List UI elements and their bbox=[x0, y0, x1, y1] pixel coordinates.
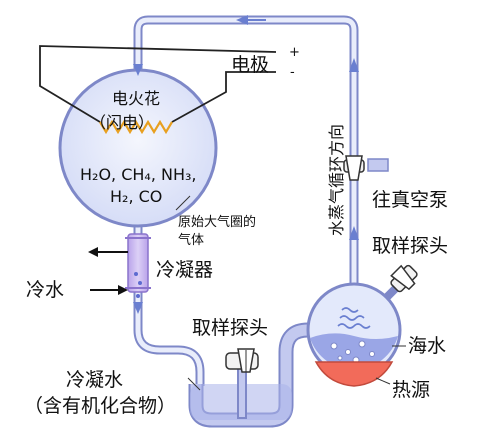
vapor-squiggles bbox=[337, 307, 371, 329]
cold-water-label: 冷水 bbox=[26, 279, 64, 301]
minus-sign: - bbox=[290, 65, 295, 80]
heat-source bbox=[314, 361, 394, 387]
electrode-wire-right bbox=[171, 71, 276, 123]
vapor-direction-label: 水蒸气循环方向 bbox=[327, 124, 346, 236]
primordial-line1: 原始大气圈的 bbox=[178, 214, 256, 230]
condensed-pointer bbox=[187, 377, 201, 391]
flow-arrows bbox=[133, 15, 359, 314]
condenser bbox=[125, 233, 151, 308]
sampling-probe-right[interactable] bbox=[383, 262, 421, 301]
electrode-label: 电极 bbox=[231, 54, 269, 76]
heat-source-label: 热源 bbox=[392, 379, 430, 401]
spark-sublabel: （闪电） bbox=[90, 113, 154, 132]
primordial-line2: 气体 bbox=[178, 232, 204, 248]
heat-pointer bbox=[375, 377, 391, 385]
vacuum-pump-valve[interactable] bbox=[343, 155, 389, 181]
sampling-right-label: 取样探头 bbox=[372, 235, 448, 257]
sampling-left-label: 取样探头 bbox=[192, 317, 268, 339]
condensed-line2: （含有机化合物） bbox=[24, 395, 176, 417]
gases-line2: H₂, CO bbox=[110, 187, 162, 206]
sea-water bbox=[310, 333, 398, 370]
sampling-probe-left[interactable] bbox=[225, 348, 259, 373]
sea-water-label: 海水 bbox=[408, 335, 446, 357]
condensed-line1: 冷凝水 bbox=[66, 369, 123, 391]
spark-zigzag bbox=[99, 119, 173, 135]
vacuum-pump-label: 往真空泵 bbox=[372, 189, 448, 211]
sampling-stem bbox=[237, 367, 247, 419]
condenser-label: 冷凝器 bbox=[156, 259, 213, 281]
plus-sign: + bbox=[289, 45, 300, 60]
primordial-pointer bbox=[175, 195, 191, 211]
gases-line1: H₂O, CH₄, NH₃, bbox=[80, 165, 197, 184]
electrode-wire-left bbox=[39, 45, 277, 123]
spark-label: 电火花 bbox=[112, 89, 160, 108]
